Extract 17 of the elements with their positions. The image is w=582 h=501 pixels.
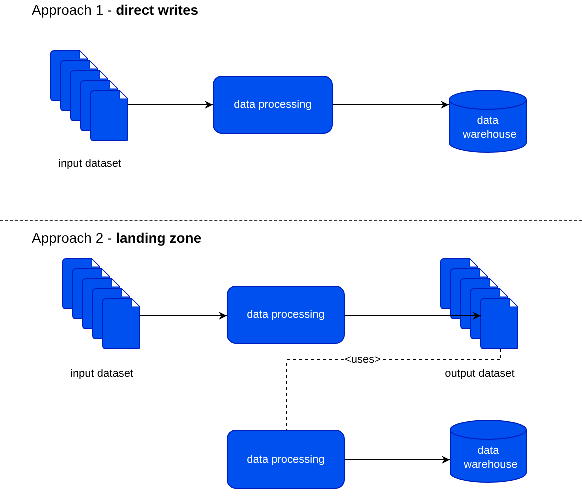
arrow [332,101,450,109]
stack-label: input dataset [70,368,134,380]
section-heading: Approach 2 - landing zone [32,230,202,246]
stack-label: output dataset [444,368,516,380]
process-box: data processing [227,430,345,489]
arrow [140,312,228,320]
arrow [344,312,482,320]
section-heading: Approach 1 - direct writes [32,2,199,18]
edge-label: <uses> [344,354,382,366]
process-box: data processing [227,286,345,344]
database-cylinder: data warehouse [449,90,527,153]
arrow [128,101,214,109]
arrow [344,456,450,464]
dashed-connector [286,348,502,430]
process-box: data processing [213,76,333,134]
database-cylinder: data warehouse [450,420,527,483]
stack-label: input dataset [58,158,122,170]
